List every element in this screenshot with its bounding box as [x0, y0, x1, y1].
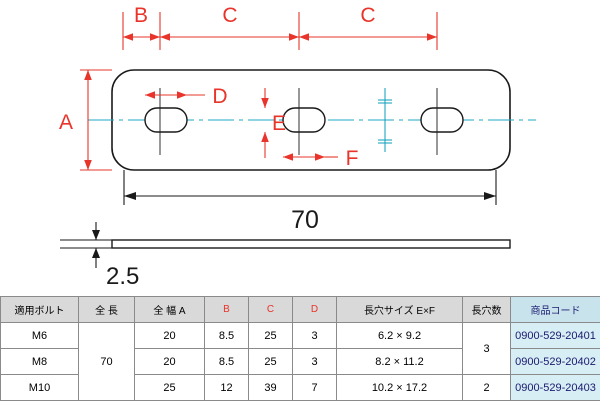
cell-c: 39: [248, 374, 293, 401]
slot-hole-left: [144, 107, 188, 133]
cell-width: 25: [134, 374, 205, 401]
cell-d: 3: [292, 348, 337, 375]
table-row: M10 25 12 39 7 10.2 × 17.2 2 0900-529-20…: [0, 374, 600, 401]
cell-d: 7: [292, 374, 337, 401]
table-row: M8 20 8.5 25 3 8.2 × 11.2 0900-529-20402: [0, 348, 600, 375]
header-width: 全 幅 A: [134, 296, 205, 323]
table-row: M6 70 20 8.5 25 3 6.2 × 9.2 3 0900-529-2…: [0, 322, 600, 401]
header-bolt: 適用ボルト: [0, 296, 79, 323]
dim-label-A: A: [59, 111, 73, 134]
slot-hole-right: [420, 107, 464, 133]
spec-table: 適用ボルト 全 長 全 幅 A B C D 長穴サイズ E×F 長穴数 商品コー…: [0, 296, 600, 401]
dim-total-length-group: [123, 170, 497, 205]
cell-bolt: M6: [0, 322, 79, 349]
cell-width: 20: [134, 322, 205, 349]
dim-label-C-left: C: [222, 4, 237, 27]
slot-hole-middle: [282, 107, 326, 133]
cell-width: 20: [134, 348, 205, 375]
header-product-code: 商品コード: [510, 296, 600, 323]
cell-slot-size: 8.2 × 11.2: [336, 348, 463, 375]
cell-b: 12: [204, 374, 249, 401]
cell-slot-count: 3: [462, 322, 511, 375]
dim-label-total-length: 70: [291, 206, 319, 234]
header-slot-size: 長穴サイズ E×F: [336, 296, 463, 323]
dim-label-B: B: [134, 4, 148, 27]
plate-outline-side-view: [111, 239, 511, 249]
cell-product-code: 0900-529-20401: [510, 322, 600, 349]
dim-label-C-right: C: [360, 4, 375, 27]
header-c: C: [248, 296, 293, 323]
header-d: D: [292, 296, 337, 323]
cell-bolt: M8: [0, 348, 79, 375]
cell-slot-size: 6.2 × 9.2: [336, 322, 463, 349]
cell-length: 70: [78, 322, 135, 401]
cell-slot-count: 2: [462, 374, 511, 401]
cell-product-code: 0900-529-20402: [510, 348, 600, 375]
cell-b: 8.5: [204, 322, 249, 349]
dim-label-D: D: [212, 85, 227, 108]
cell-bolt: M10: [0, 374, 79, 401]
cell-product-code: 0900-529-20403: [510, 374, 600, 401]
header-b: B: [204, 296, 249, 323]
table-header-row: 適用ボルト 全 長 全 幅 A B C D 長穴サイズ E×F 長穴数 商品コー…: [0, 296, 600, 323]
cell-slot-size: 10.2 × 17.2: [336, 374, 463, 401]
cell-c: 25: [248, 322, 293, 349]
slot-holes: [144, 107, 464, 133]
top-dimension-group: [122, 12, 438, 50]
top-dimension-arrowheads: [123, 33, 437, 41]
dim-label-F: F: [346, 147, 359, 170]
dim-label-thickness: 2.5: [106, 263, 139, 290]
header-length: 全 長: [78, 296, 135, 323]
cell-c: 25: [248, 348, 293, 375]
cell-d: 3: [292, 322, 337, 349]
header-slot-count: 長穴数: [462, 296, 511, 323]
blue-vertical-centerline: [378, 88, 392, 152]
slot-centerlines: [159, 88, 438, 155]
specification-table: 適用ボルト 全 長 全 幅 A B C D 長穴サイズ E×F 長穴数 商品コー…: [0, 296, 600, 406]
dim-A-group: [80, 69, 112, 171]
cell-b: 8.5: [204, 348, 249, 375]
dim-label-E: E: [272, 112, 286, 135]
technical-drawing: B C C: [58, 4, 536, 290]
